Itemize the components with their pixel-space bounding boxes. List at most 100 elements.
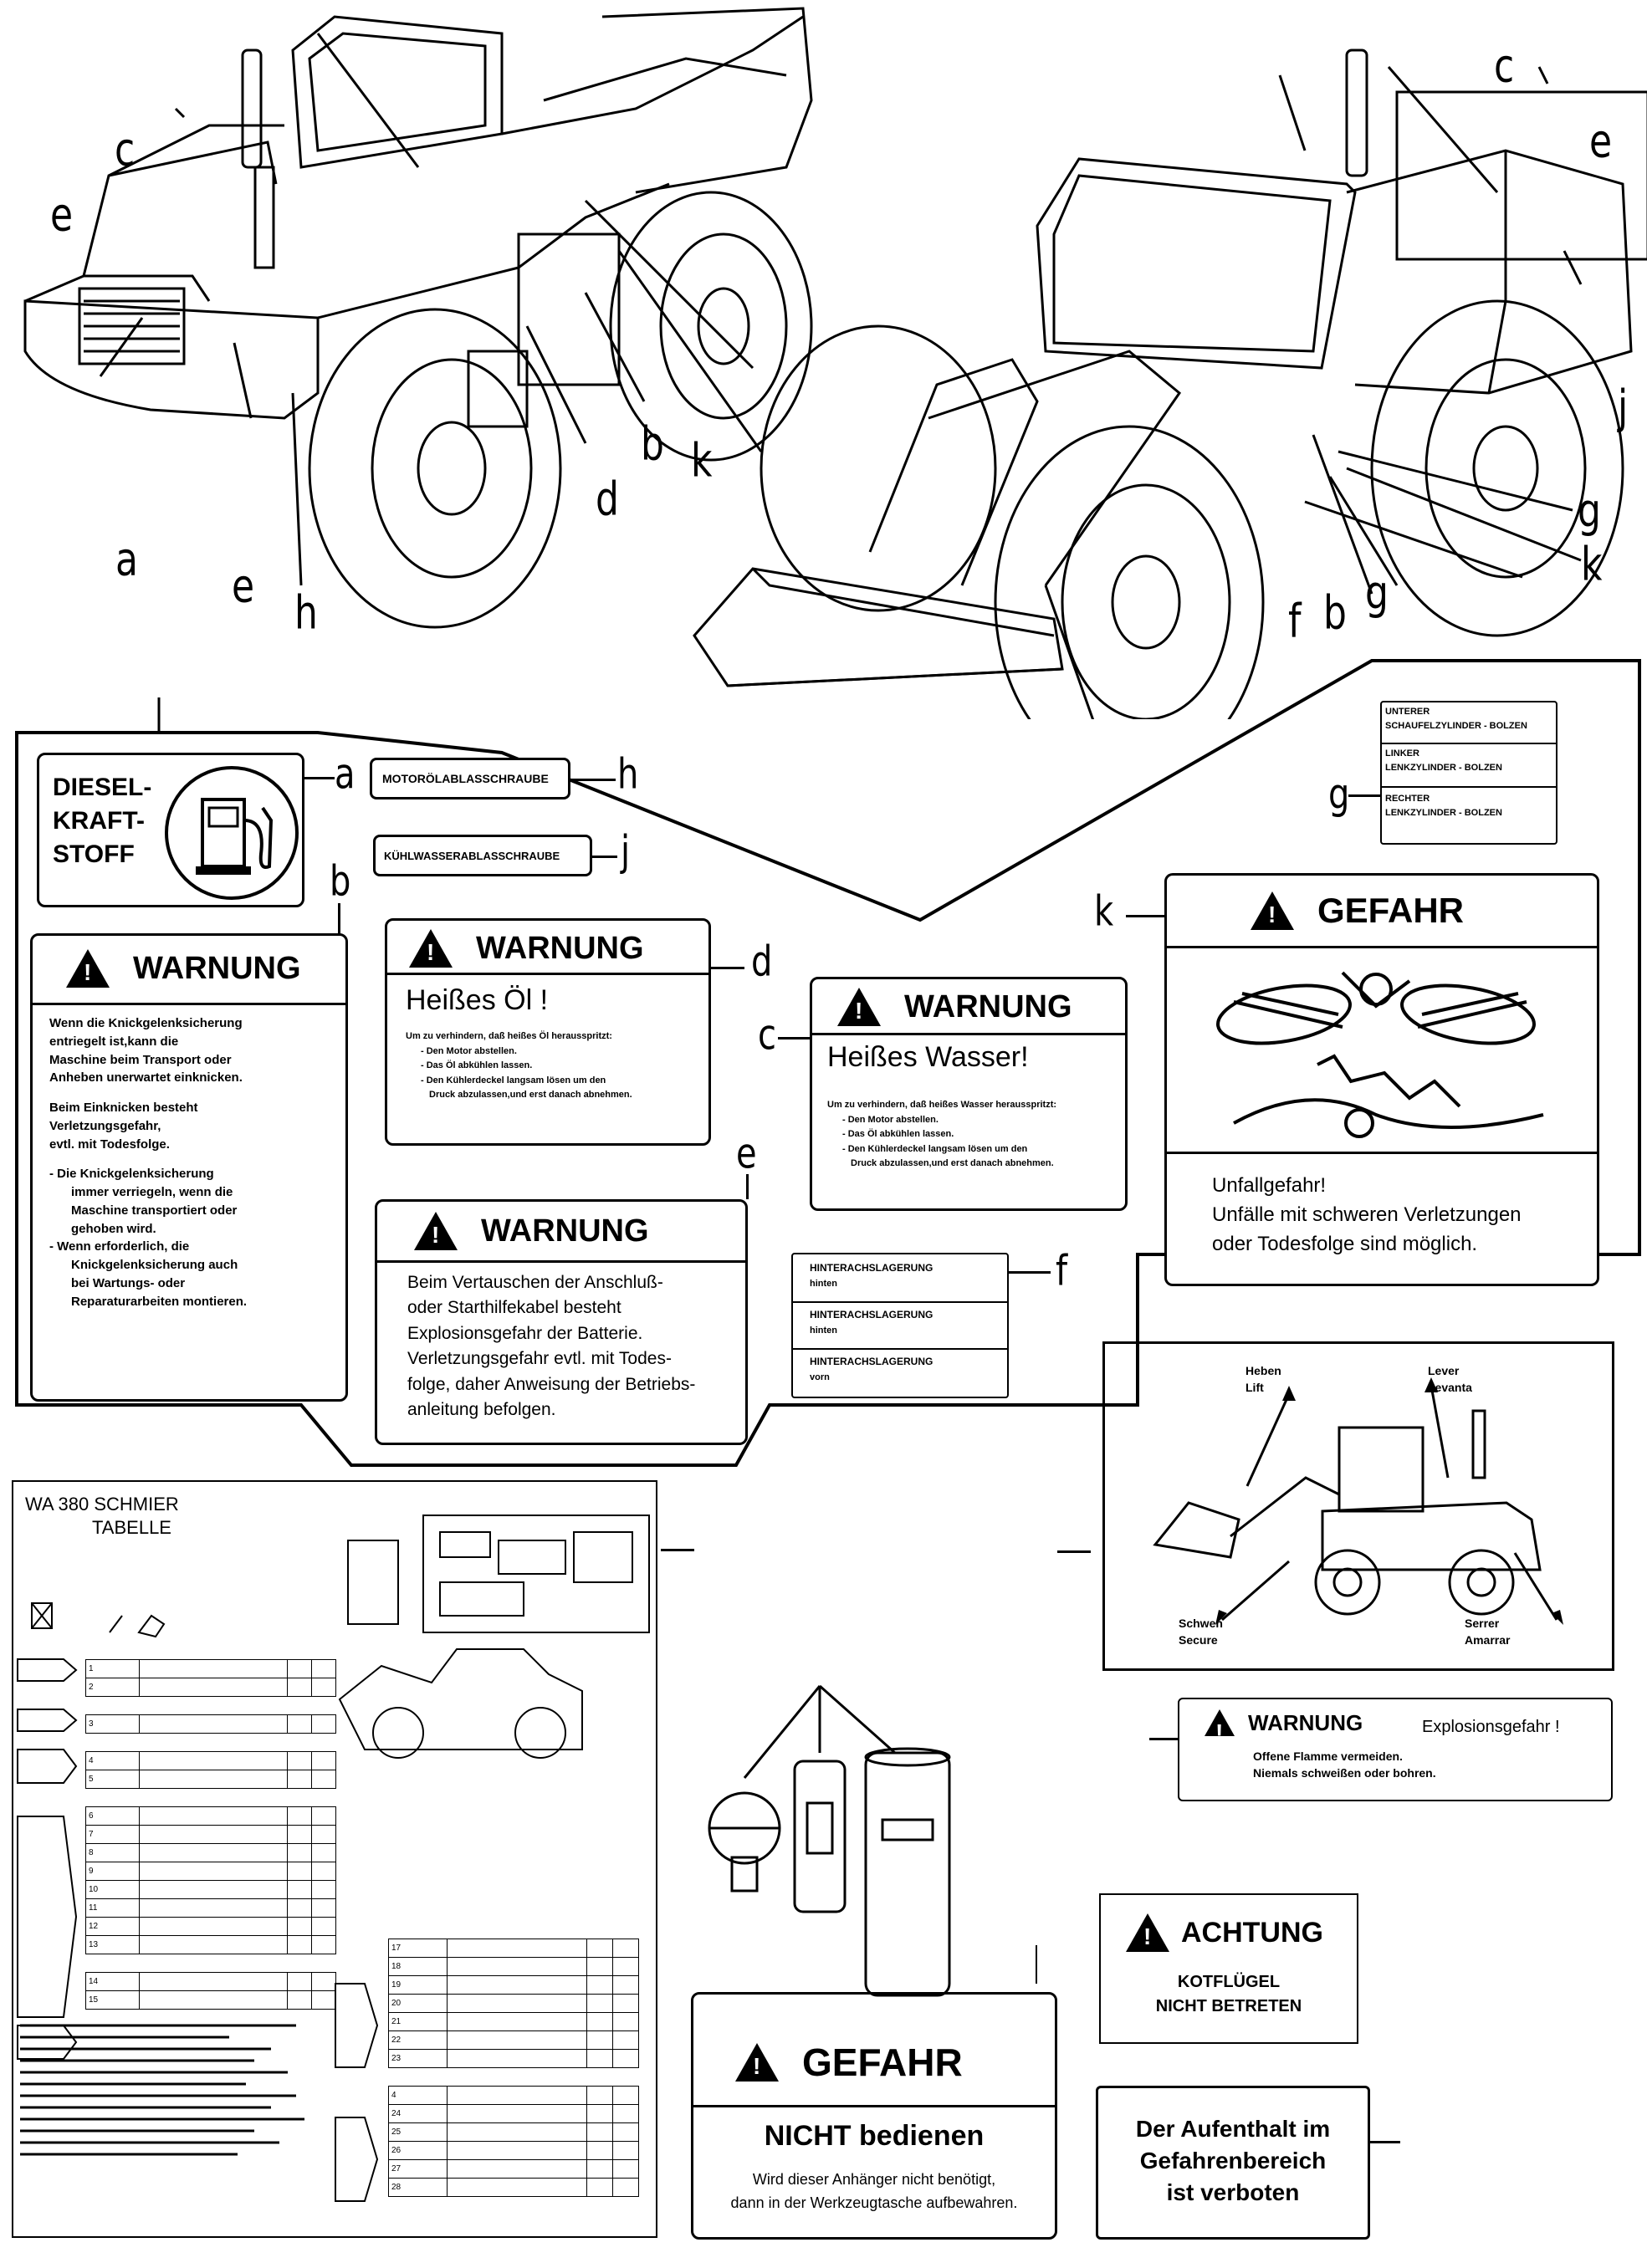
warning-triangle-icon <box>1126 1913 1169 1952</box>
decal-d-subtitle: Heißes Öl ! <box>406 984 549 1016</box>
secure-label-1: Schwen <box>1179 1617 1223 1630</box>
loader-side-view-icon <box>1153 1377 1563 1625</box>
c-intro: Um zu verhindern, daß heißes Wasser hera… <box>827 1100 1057 1110</box>
b-b1-line2: immer verriegeln, wenn die <box>71 1185 233 1199</box>
f-row2-a: HINTERACHSLAGERUNG <box>810 1309 933 1320</box>
lube-row: 11 <box>85 1898 140 1918</box>
decal-d-title: WARNUNG <box>476 930 644 966</box>
b-b1-line1: - Die Knickgelenksicherung <box>49 1167 214 1182</box>
gefahr2-line1: Wird dieser Anhänger nicht benötigt, <box>752 2171 996 2188</box>
decal-c-subtitle: Heißes Wasser! <box>827 1041 1029 1073</box>
decal-k-danger: GEFAHR Unfallgefahr! Unfälle mit schwere… <box>1164 873 1599 1286</box>
lube-row: 27 <box>388 2159 448 2179</box>
decal-a-diesel: DIESEL- KRAFT- STOFF <box>37 753 304 907</box>
warning-triangle-icon <box>409 929 453 968</box>
decal-e-battery: WARNUNG Beim Vertauschen der Anschluß- o… <box>375 1199 748 1445</box>
warning-triangle-icon <box>66 949 110 988</box>
g-row2-a: LINKER <box>1385 748 1419 759</box>
lube-row: 18 <box>388 1957 448 1976</box>
lube-row: 4 <box>85 1751 140 1770</box>
b-p1-line2: entriegelt ist,kann die <box>49 1034 179 1049</box>
explosion-right-text: Explosionsgefahr ! <box>1422 1718 1560 1736</box>
warning-triangle-icon <box>414 1212 458 1250</box>
lever-label-1: Lever <box>1428 1364 1460 1377</box>
serrer-label-1: Serrer <box>1465 1617 1500 1630</box>
c-item2: - Das Öl abkühlen lassen. <box>842 1129 954 1140</box>
achtung-title: ACHTUNG <box>1181 1916 1323 1949</box>
letter-b-left: b <box>641 417 664 472</box>
lube-table-1: 1 2 3 4 5 6 7 8 9 10 11 12 13 14 15 <box>85 1659 336 2010</box>
c-item1: - Den Motor abstellen. <box>842 1114 939 1125</box>
explosion-line1: Offene Flamme vermeiden. <box>1253 1750 1403 1763</box>
lube-row: 15 <box>85 1990 140 2010</box>
e-line5: folge, daher Anweisung der Betriebs- <box>407 1374 696 1394</box>
decal-d-letter: d <box>751 937 773 986</box>
g-row1-b: SCHAUFELZYLINDER - BOLZEN <box>1385 721 1527 731</box>
decal-c-hot-water: WARNUNG Heißes Wasser! Um zu verhindern,… <box>810 977 1128 1211</box>
lube-row: 12 <box>85 1917 140 1936</box>
b-b2-line1: - Wenn erforderlich, die <box>49 1239 190 1254</box>
letter-e-right: e <box>1589 115 1613 169</box>
explosion-warning-decal: WARNUNG Explosionsgefahr ! Offene Flamme… <box>1178 1698 1613 1801</box>
diesel-line-2: KRAFT- <box>53 807 145 835</box>
lube-row: 24 <box>388 2104 448 2123</box>
achtung-line1: KOTFLÜGEL <box>1177 1973 1281 1991</box>
lube-row: 28 <box>388 2178 448 2197</box>
lube-row: 26 <box>388 2141 448 2160</box>
d-item4: Druck abzulassen,und erst danach abnehme… <box>429 1090 632 1101</box>
achtung-line2: NICHT BETRETEN <box>1155 1997 1302 2015</box>
lube-row: 21 <box>388 2012 448 2031</box>
lift-points-decal: Heben Lift Lever Levanta Schwen Secure S… <box>1102 1341 1614 1671</box>
letter-j-right: j <box>1618 381 1629 435</box>
diesel-line-3: STOFF <box>53 840 135 868</box>
e-line3: Explosionsgefahr der Batterie. <box>407 1323 643 1343</box>
d-intro: Um zu verhindern, daß heißes Öl heraussp… <box>406 1031 612 1041</box>
f-row3-b: vorn <box>810 1372 830 1382</box>
letter-g-right-2: g <box>1365 566 1389 621</box>
d-item2: - Das Öl abkühlen lassen. <box>421 1060 533 1071</box>
wheel-loader-rear-view <box>23 7 813 629</box>
b-p1-line3: Maschine beim Transport oder <box>49 1052 232 1067</box>
g-row1-a: UNTERER <box>1385 707 1430 717</box>
decal-g-letter: g <box>1328 770 1350 819</box>
lube-footnotes <box>20 2024 304 2156</box>
f-row1-b: hinten <box>810 1279 837 1289</box>
e-line2: oder Starthilfekabel besteht <box>407 1298 621 1318</box>
lube-row: 3 <box>85 1714 140 1734</box>
e-line6: anleitung befolgen. <box>407 1400 556 1420</box>
decal-k-letter: k <box>1094 887 1114 936</box>
gefahr2-line2: dann in der Werkzeugtasche aufbewahren. <box>730 2194 1018 2211</box>
b-p1-line4: Anheben unerwartet einknicken. <box>49 1070 243 1085</box>
lube-row: 4 <box>388 2086 448 2105</box>
lube-row: 6 <box>85 1806 140 1826</box>
lube-row-arrows-2 <box>335 1983 379 2202</box>
letter-c-left: c <box>115 123 136 177</box>
d-item1: - Den Motor abstellen. <box>421 1045 517 1056</box>
explosion-line2: Niemals schweißen oder bohren. <box>1253 1766 1436 1780</box>
secure-label-2: Secure <box>1179 1633 1218 1647</box>
decal-f-letter: f <box>1056 1247 1068 1295</box>
letter-k-left: k <box>691 434 713 488</box>
gefahr2-title: GEFAHR <box>802 2041 963 2084</box>
letter-a-left: a <box>115 533 138 587</box>
b-b1-line3: Maschine transportiert oder <box>71 1203 238 1218</box>
filter-elements-illustration <box>708 1684 951 1997</box>
lube-point-diagram <box>338 1515 650 1759</box>
e-line1: Beim Vertauschen der Anschluß- <box>407 1273 663 1292</box>
b-b2-line2: Knickgelenksicherung auch <box>71 1258 238 1272</box>
diesel-line-1: DIESEL- <box>53 774 152 801</box>
decal-e-letter: e <box>736 1130 757 1178</box>
decal-group-outline <box>15 659 1641 1467</box>
d-item3: - Den Kühlerdeckel langsam lösen um den <box>421 1075 606 1085</box>
k-line1: Unfallgefahr! <box>1212 1174 1327 1197</box>
lube-row: 5 <box>85 1770 140 1789</box>
c-item3: - Den Kühlerdeckel langsam lösen um den <box>842 1143 1028 1154</box>
g-row3-b: LENKZYLINDER - BOLZEN <box>1385 808 1502 818</box>
lube-row: 17 <box>388 1939 448 1958</box>
lube-table-2: 17 18 19 20 21 22 23 4 24 25 26 27 28 <box>388 1939 639 2197</box>
lube-row: 9 <box>85 1862 140 1881</box>
lube-row: 22 <box>388 2030 448 2050</box>
decal-a-letter: a <box>335 750 355 799</box>
achtung-fender-decal: ACHTUNG KOTFLÜGEL NICHT BETRETEN <box>1099 1893 1358 2044</box>
danger-zone-line2: Gefahrenbereich <box>1139 2147 1327 2174</box>
